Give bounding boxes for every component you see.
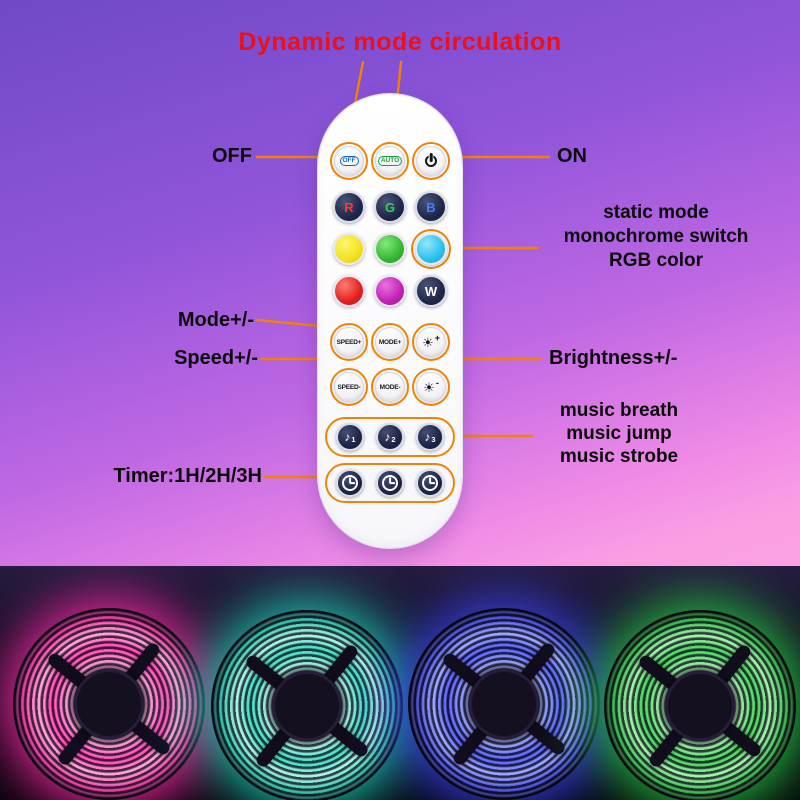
music-line3: music strobe <box>559 446 679 467</box>
speed-plus-label: SPEED+ <box>336 338 362 346</box>
speed-callout-label: Speed+/- <box>174 347 258 369</box>
speed-minus-label: SPEED- <box>337 383 361 391</box>
clock-icon <box>422 475 438 491</box>
timer-row <box>318 463 462 503</box>
green-channel-button[interactable]: G <box>374 191 406 223</box>
timer-callout-label: Timer:1H/2H/3H <box>113 465 262 487</box>
brightness-minus-icon: ☀- <box>423 377 439 395</box>
timer-3h-button[interactable] <box>416 469 444 497</box>
music-note-icon: ♪ <box>344 430 351 444</box>
music-note-icon: ♪ <box>424 430 431 444</box>
cyan-button-highlight-ring <box>411 229 451 269</box>
speed-plus-highlight-ring: SPEED+ <box>330 323 368 361</box>
mode-plus-button[interactable]: MODE+ <box>375 327 405 357</box>
remote-control: OFF AUTO R G B <box>318 94 462 548</box>
on-callout-label: ON <box>557 145 587 167</box>
clock-icon <box>342 475 358 491</box>
mode-minus-highlight-ring: MODE- <box>371 368 409 406</box>
green-led-reel <box>594 600 800 800</box>
music-note-icon: ♪ <box>384 430 391 444</box>
music-3-button[interactable]: ♪3 <box>416 423 444 451</box>
brightness-minus-button[interactable]: ☀- <box>416 372 446 402</box>
brightness-plus-button[interactable]: ☀+ <box>416 327 446 357</box>
rgb-row: R G B <box>318 191 462 223</box>
function-row-plus: SPEED+ MODE+ ☀+ <box>318 323 462 361</box>
color-row-2: W <box>318 275 462 307</box>
auto-button-label: AUTO <box>377 155 403 167</box>
brightness-minus-highlight-ring: ☀- <box>412 368 450 406</box>
off-button[interactable]: OFF <box>334 146 364 176</box>
music-2-button[interactable]: ♪2 <box>376 423 404 451</box>
music-1-button[interactable]: ♪1 <box>336 423 364 451</box>
mode-plus-label: MODE+ <box>378 338 402 346</box>
brightness-plus-icon: ☀+ <box>422 332 440 350</box>
speed-minus-button[interactable]: SPEED- <box>334 372 364 402</box>
static-mode-line2: monochrome switch <box>563 226 749 247</box>
static-mode-line3: RGB color <box>609 250 703 271</box>
mode-minus-label: MODE- <box>379 383 401 391</box>
speed-minus-highlight-ring: SPEED- <box>330 368 368 406</box>
mode-minus-button[interactable]: MODE- <box>375 372 405 402</box>
music-line2: music jump <box>566 423 672 444</box>
music-line1: music breath <box>559 400 679 421</box>
auto-button[interactable]: AUTO <box>375 146 405 176</box>
blue-led-reel <box>398 598 610 800</box>
off-button-highlight-ring: OFF <box>330 142 368 180</box>
red-color-button[interactable] <box>333 275 365 307</box>
power-button-highlight-ring <box>412 142 450 180</box>
music-callout-label: music breath music jump music strobe <box>533 399 705 468</box>
music-button-group: ♪1 ♪2 ♪3 <box>325 417 455 457</box>
mode-plus-highlight-ring: MODE+ <box>371 323 409 361</box>
pink-led-reel <box>3 598 215 800</box>
led-strip-photo <box>0 566 800 800</box>
timer-1h-button[interactable] <box>336 469 364 497</box>
teal-led-reel <box>201 600 413 800</box>
brightness-callout-label: Brightness+/- <box>549 347 678 369</box>
power-button[interactable] <box>416 146 446 176</box>
static-mode-line1: static mode <box>603 202 709 223</box>
mode-callout-label: Mode+/- <box>177 309 254 331</box>
power-row: OFF AUTO <box>318 142 462 180</box>
cyan-color-button[interactable] <box>415 233 447 265</box>
auto-button-highlight-ring: AUTO <box>371 142 409 180</box>
off-button-label: OFF <box>339 155 359 167</box>
speed-plus-button[interactable]: SPEED+ <box>334 327 364 357</box>
color-row-1 <box>318 229 462 269</box>
green-color-button[interactable] <box>374 233 406 265</box>
brightness-plus-highlight-ring: ☀+ <box>412 323 450 361</box>
off-callout-label: OFF <box>212 145 252 167</box>
music-row: ♪1 ♪2 ♪3 <box>318 417 462 457</box>
clock-icon <box>382 475 398 491</box>
magenta-color-button[interactable] <box>374 275 406 307</box>
page-title: Dynamic mode circulation <box>238 28 562 56</box>
yellow-color-button[interactable] <box>333 233 365 265</box>
function-row-minus: SPEED- MODE- ☀- <box>318 368 462 406</box>
timer-button-group <box>325 463 455 503</box>
red-channel-button[interactable]: R <box>333 191 365 223</box>
blue-channel-button[interactable]: B <box>415 191 447 223</box>
white-color-button[interactable]: W <box>415 275 447 307</box>
power-icon <box>423 153 439 169</box>
timer-2h-button[interactable] <box>376 469 404 497</box>
static-mode-callout-label: static mode monochrome switch RGB color <box>540 201 772 273</box>
